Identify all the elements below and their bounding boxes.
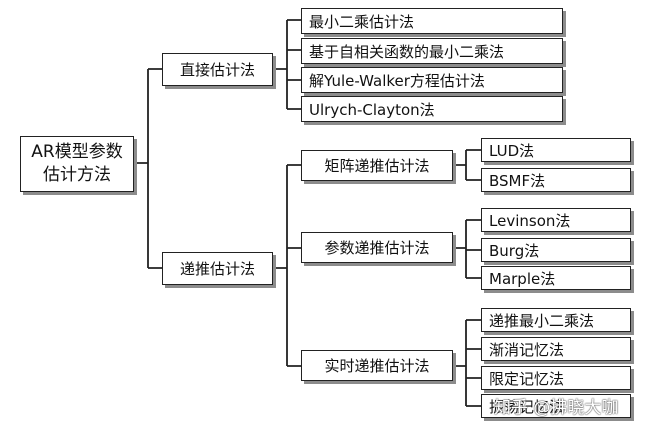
method-node: 解Yule-Walker方程估计法 xyxy=(301,67,563,93)
method-node: LUD法 xyxy=(481,138,631,162)
category-recursive: 递推估计法 xyxy=(162,252,273,285)
method-node: 渐消记忆法 xyxy=(481,337,631,361)
method-label: 递推最小二乘法 xyxy=(489,311,595,330)
method-node: BSMF法 xyxy=(481,168,631,192)
root-label-line1: AR模型参数 xyxy=(31,142,123,162)
category-recursive-label: 递推估计法 xyxy=(179,260,255,278)
method-label: Levinson法 xyxy=(489,211,571,230)
method-label: 解Yule-Walker方程估计法 xyxy=(309,71,485,90)
method-label: Marple法 xyxy=(489,269,556,288)
method-label: 渐消记忆法 xyxy=(489,340,565,359)
category-direct: 直接估计法 xyxy=(162,53,273,86)
group-node: 实时递推估计法 xyxy=(301,350,453,381)
root-label-line2: 估计方法 xyxy=(43,165,111,185)
method-node: Marple法 xyxy=(481,266,631,290)
method-node: Burg法 xyxy=(481,238,631,262)
method-node: Ulrych-Clayton法 xyxy=(301,96,563,122)
method-label: Ulrych-Clayton法 xyxy=(309,100,435,119)
group-label: 矩阵递推估计法 xyxy=(324,157,430,175)
category-direct-label: 直接估计法 xyxy=(179,61,255,79)
method-node: 递推最小二乘法 xyxy=(481,308,631,332)
group-label: 实时递推估计法 xyxy=(324,357,430,375)
method-node: 基于自相关函数的最小二乘法 xyxy=(301,38,563,64)
root-node: AR模型参数 估计方法 xyxy=(20,136,134,192)
watermark: 知乎 @拂晓大咖 xyxy=(494,398,619,418)
method-label: 振荡记忆法 xyxy=(489,397,565,416)
group-label: 参数递推估计法 xyxy=(324,239,430,257)
method-node: Levinson法 xyxy=(481,208,631,232)
group-node: 参数递推估计法 xyxy=(301,232,453,263)
method-node: 最小二乘估计法 xyxy=(301,8,563,34)
method-label: 最小二乘估计法 xyxy=(309,12,415,31)
method-label: 基于自相关函数的最小二乘法 xyxy=(309,42,505,61)
method-label: LUD法 xyxy=(489,141,535,160)
method-node: 限定记忆法 xyxy=(481,366,631,390)
method-label: 限定记忆法 xyxy=(489,369,565,388)
group-node: 矩阵递推估计法 xyxy=(301,150,453,181)
method-label: BSMF法 xyxy=(489,171,546,190)
method-node: 振荡记忆法 xyxy=(481,394,631,418)
method-label: Burg法 xyxy=(489,241,540,260)
